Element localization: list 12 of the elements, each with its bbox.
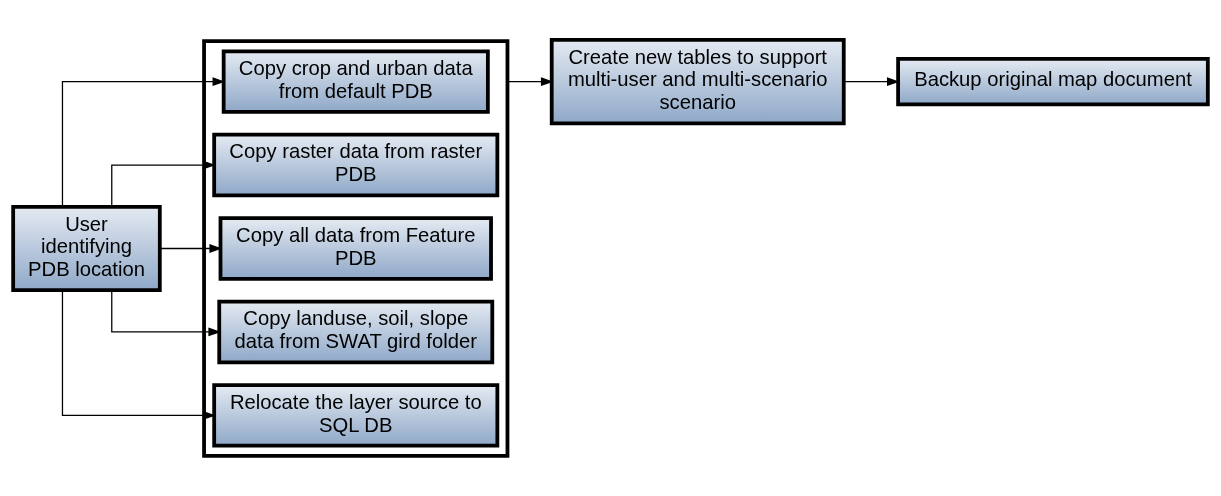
node-box: Create new tables to support multi-user and multi-scenario scenario	[549, 37, 846, 125]
arrow	[61, 289, 216, 420]
node-box: Copy crop and urban data from default PDB	[221, 48, 490, 114]
arrow	[843, 76, 900, 86]
arrow	[506, 76, 554, 86]
node-box: Backup original map document	[896, 56, 1210, 106]
node-box: Copy all data from Feature PDB	[218, 215, 493, 281]
node-box: Copy landuse, soil, slope data from SWAT gird folder	[217, 299, 495, 364]
node-box: Relocate the layer source to SQL DB	[212, 382, 500, 448]
arrow	[111, 160, 216, 207]
node-box: User identifying PDB location	[11, 204, 162, 292]
node-box: Copy raster data from raster PDB	[212, 132, 500, 197]
